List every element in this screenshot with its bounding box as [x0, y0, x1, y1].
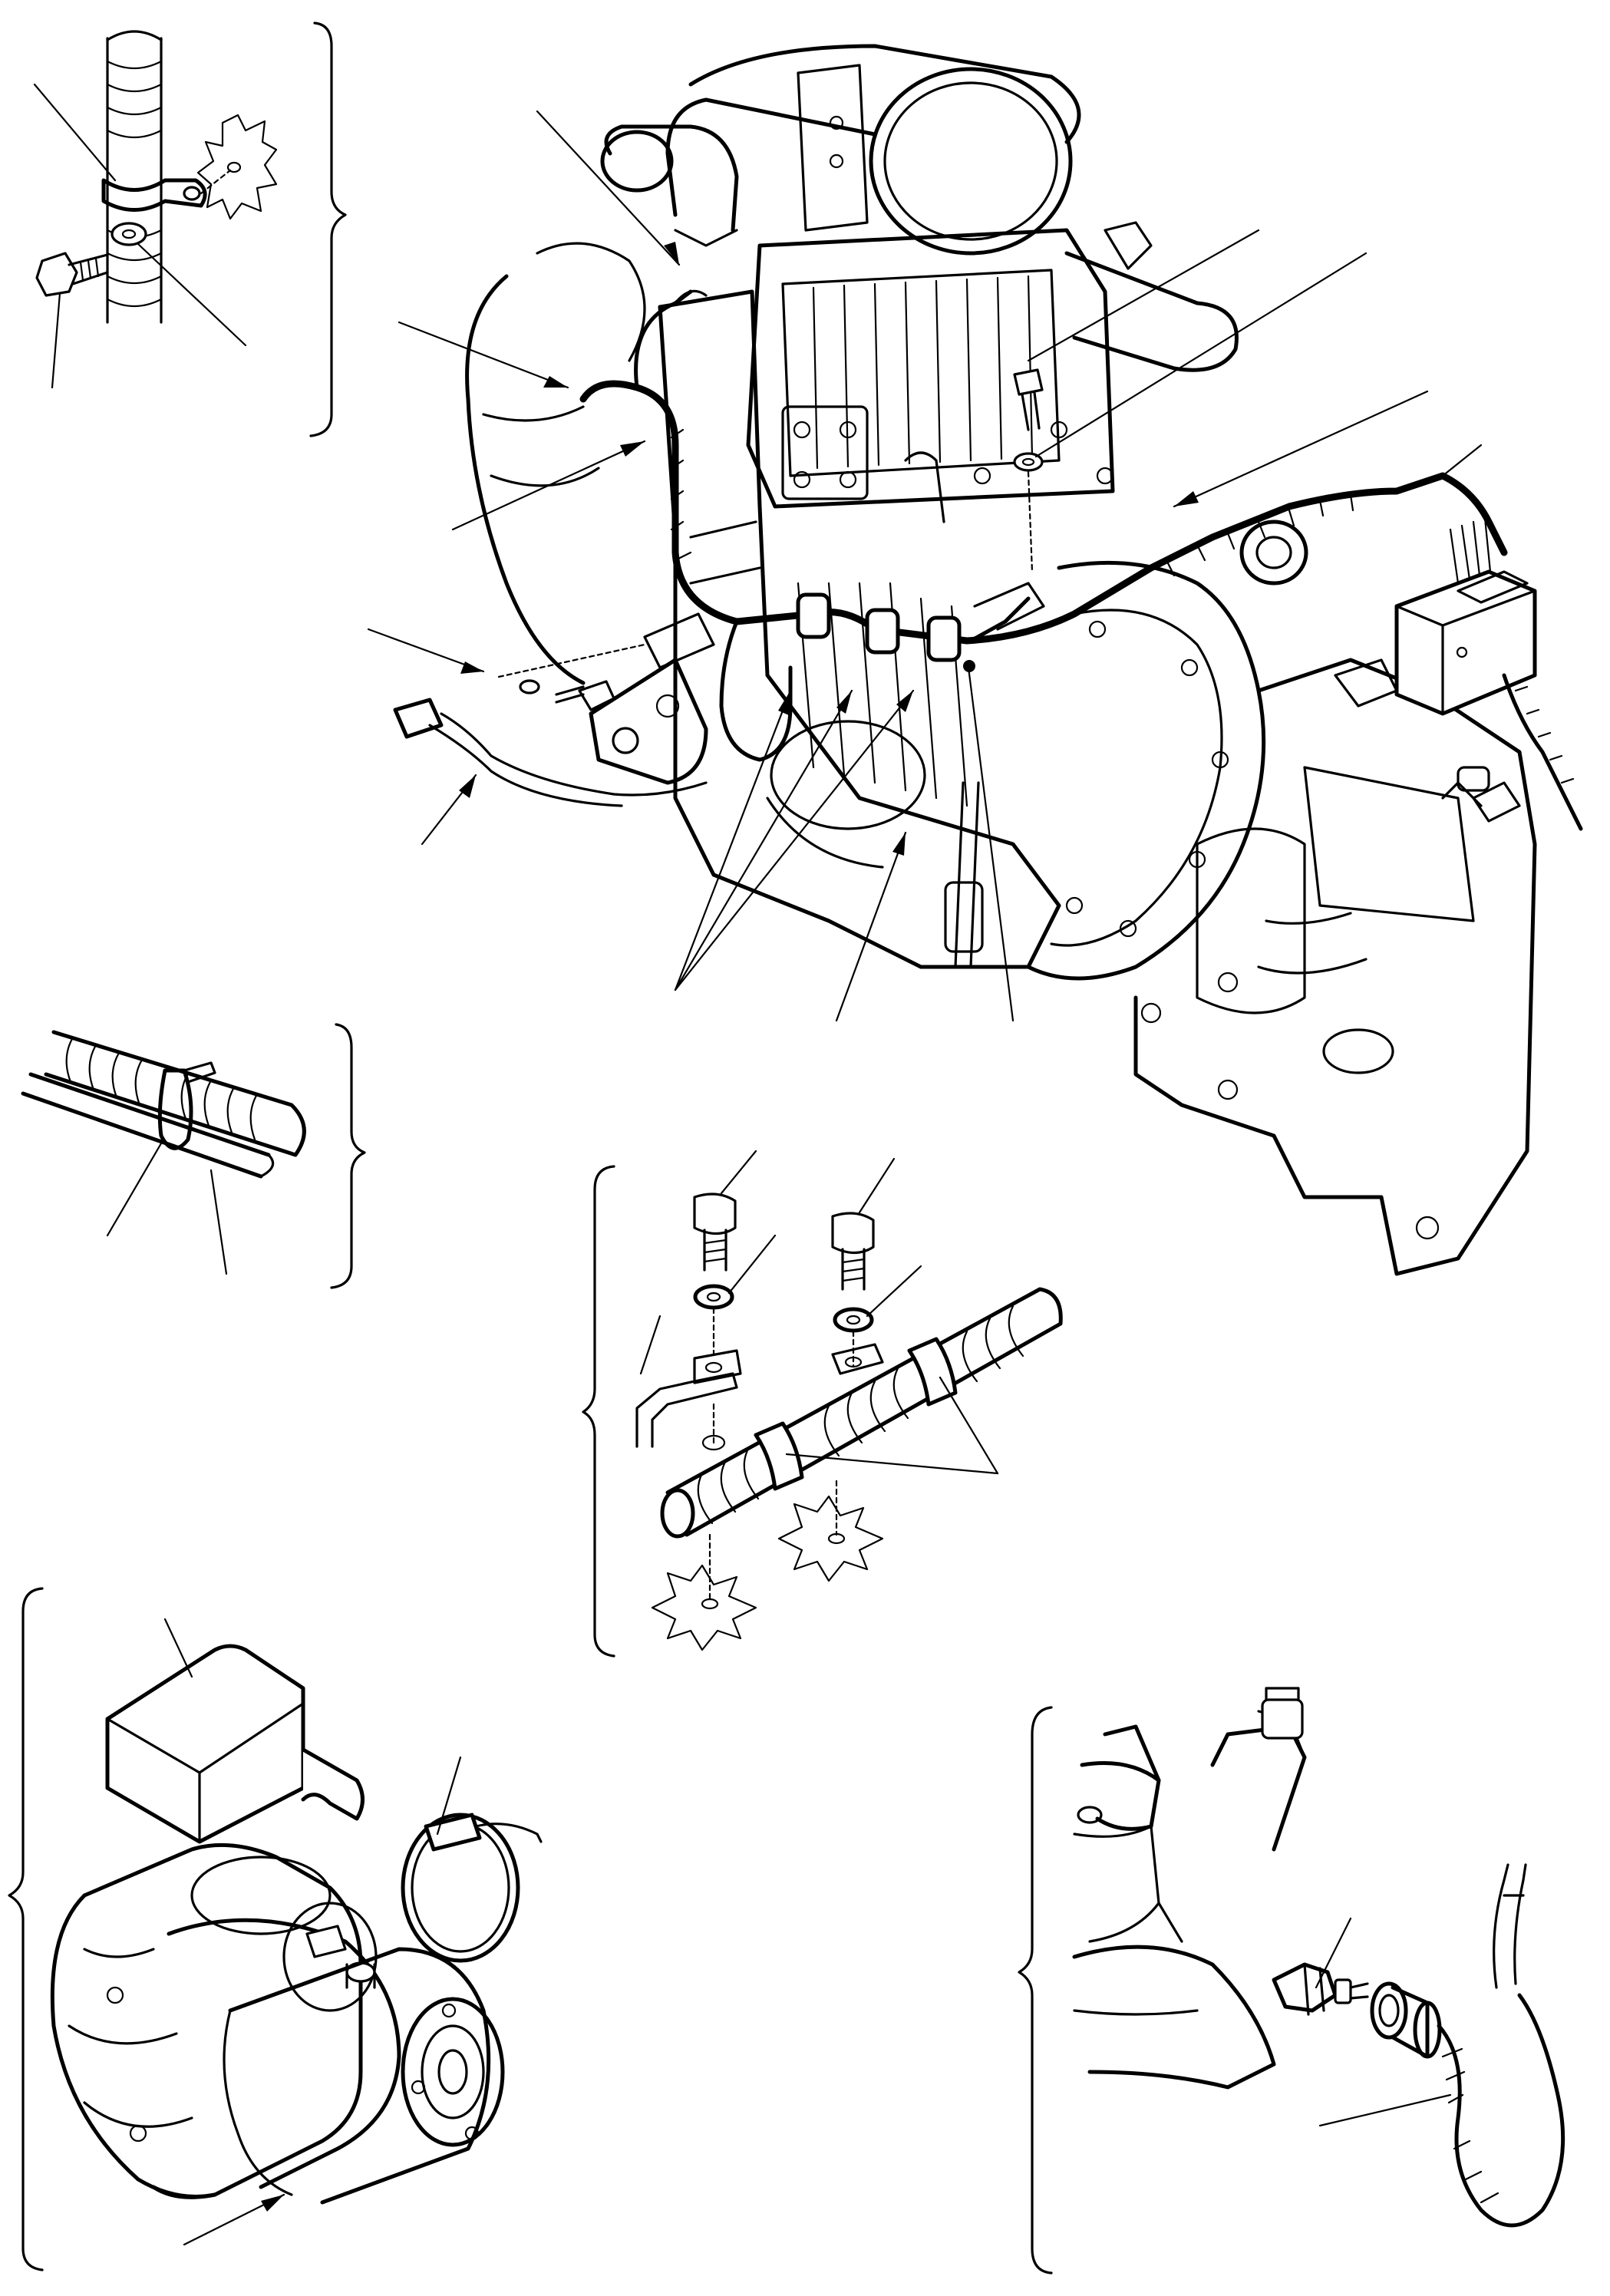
engine-mount	[589, 658, 708, 785]
ecu-connector	[1394, 516, 1583, 831]
connector-icon	[1370, 1981, 1442, 2059]
clamp-bolt-inset	[33, 21, 347, 437]
fan-shroud	[465, 242, 646, 685]
engine-block	[658, 289, 1114, 969]
starter-motor-inset	[8, 1587, 543, 2271]
clamp-band	[101, 178, 207, 212]
sensor-wire	[1437, 1863, 1565, 2228]
bolt-icon	[693, 1193, 737, 1272]
washer-icon	[833, 1307, 874, 1333]
inset-brace	[582, 1165, 615, 1658]
intake-manifold	[746, 228, 1115, 509]
inset-brace	[8, 1587, 44, 2271]
leader-line	[33, 83, 117, 182]
bracket-plate	[777, 1495, 884, 1582]
bracket-plate	[196, 114, 278, 220]
transmission	[1133, 658, 1537, 1276]
leader-line	[137, 242, 247, 347]
leader-lines	[367, 110, 1483, 1022]
starter-motor	[50, 1842, 505, 2205]
rubber-boot	[105, 1618, 365, 1844]
sensor-plug	[1272, 1962, 1369, 2016]
engine-assembly	[367, 44, 1583, 1276]
flywheel-housing	[944, 560, 1266, 981]
ground-cable	[393, 698, 708, 807]
bolt-icon	[1013, 368, 1044, 472]
bolt-icon	[831, 1212, 875, 1291]
hose-clamp	[401, 1756, 543, 1963]
washer-icon	[693, 1284, 734, 1310]
inset-brace	[1018, 1706, 1053, 2275]
cable-tie-inset	[21, 1023, 366, 1289]
cable-tie	[157, 1068, 193, 1150]
inset-brace	[330, 1023, 366, 1289]
corrugated-tube	[106, 30, 163, 324]
breather-pipe	[1064, 251, 1239, 372]
inset-brace	[309, 21, 347, 437]
bolt-icon	[35, 252, 109, 297]
harness-bracket-inset	[582, 1150, 1063, 1658]
intake-elbow	[600, 124, 739, 247]
bolt-icon	[519, 679, 615, 711]
wiring-harness	[579, 289, 1508, 762]
sensor-connector-inset	[1018, 1687, 1565, 2275]
housing	[1072, 1687, 1307, 2090]
leader-line	[51, 292, 61, 389]
harness-bracket	[643, 612, 715, 669]
washer-icon	[111, 222, 147, 246]
